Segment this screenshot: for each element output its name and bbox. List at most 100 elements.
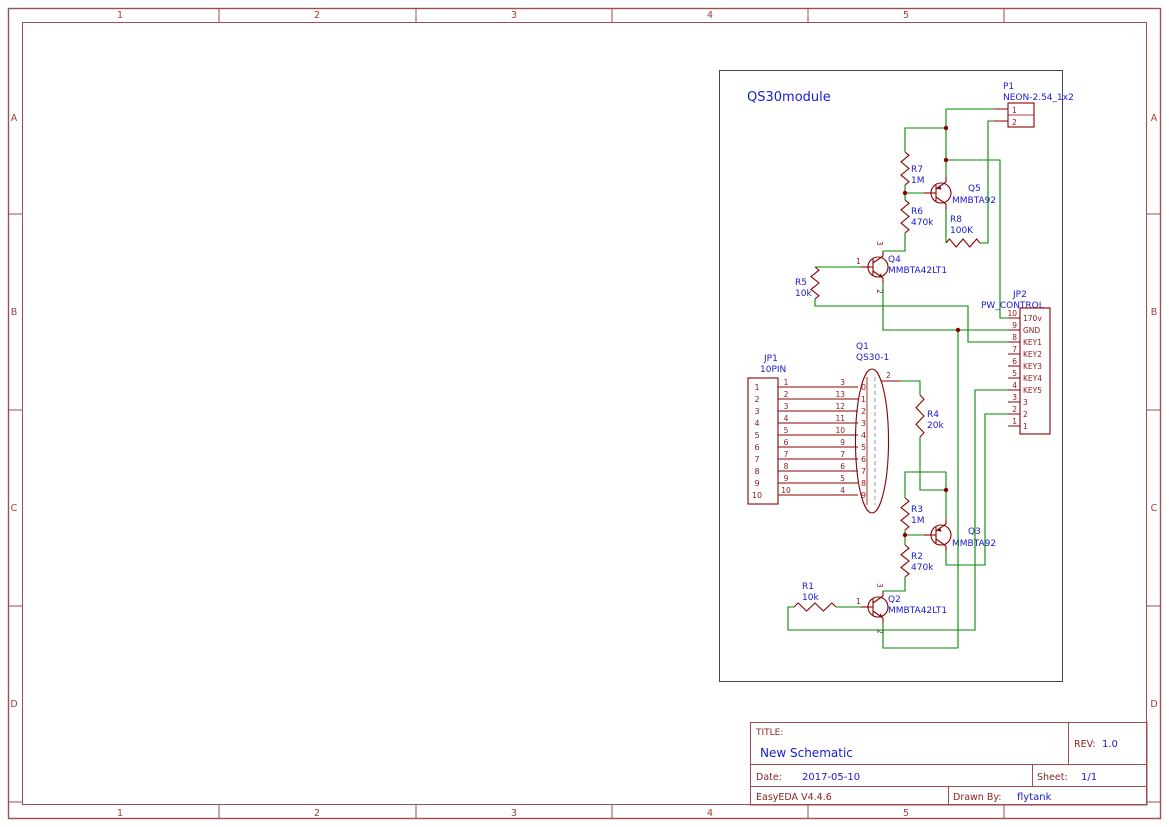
component-value[interactable]: MMBTA92 bbox=[952, 196, 996, 206]
component-r3[interactable]: R3 1M bbox=[900, 497, 925, 531]
component-value[interactable]: 470k bbox=[911, 218, 934, 228]
component-q2[interactable]: Q2 MMBTA42LT1 1 3 2 bbox=[856, 583, 947, 634]
component-ref[interactable]: Q4 bbox=[888, 255, 901, 265]
component-q3[interactable]: Q3 MMBTA92 bbox=[923, 518, 996, 552]
wire[interactable] bbox=[882, 623, 958, 649]
tube-pin-number: 5 bbox=[840, 474, 845, 483]
component-value[interactable]: 100K bbox=[950, 226, 974, 236]
wire[interactable] bbox=[946, 159, 1008, 319]
tube-envelope[interactable] bbox=[854, 368, 890, 514]
component-r7[interactable]: R7 1M bbox=[900, 151, 925, 186]
pin-number: 1 bbox=[1012, 106, 1017, 115]
component-q4[interactable]: Q4 MMBTA42LT1 1 3 2 bbox=[856, 241, 947, 294]
resistor-symbol[interactable] bbox=[900, 151, 910, 186]
rev-value[interactable]: 1.0 bbox=[1102, 739, 1118, 750]
component-q1-nixie-tube[interactable]: Q1 QS30-1 3 13 12 11 10 9 7 6 5 4 0 1 2 … bbox=[835, 342, 900, 514]
component-ref[interactable]: R3 bbox=[911, 505, 923, 515]
date-value[interactable]: 2017-05-10 bbox=[802, 772, 860, 783]
component-ref[interactable]: R4 bbox=[927, 410, 939, 420]
component-value[interactable]: 1M bbox=[911, 176, 925, 186]
resistor-symbol[interactable] bbox=[900, 199, 910, 234]
resistor-symbol[interactable] bbox=[900, 544, 910, 578]
wire[interactable] bbox=[904, 127, 946, 152]
component-value[interactable]: QS30-1 bbox=[856, 353, 889, 363]
resistor-symbol[interactable] bbox=[915, 394, 925, 438]
component-jp2[interactable]: JP2 PW_CONTROL 10 9 8 7 6 5 4 3 2 1 170v… bbox=[981, 290, 1051, 435]
component-value[interactable]: MMBTA42LT1 bbox=[888, 266, 947, 276]
wire[interactable] bbox=[814, 299, 1008, 343]
component-ref[interactable]: R2 bbox=[911, 552, 923, 562]
component-ref[interactable]: Q3 bbox=[968, 527, 981, 537]
junction-dots bbox=[902, 125, 961, 538]
junction-dot bbox=[902, 532, 908, 538]
component-ref[interactable]: R8 bbox=[950, 215, 962, 225]
wire[interactable] bbox=[900, 380, 921, 395]
frame-outer-border bbox=[7, 7, 1162, 820]
wire[interactable] bbox=[883, 577, 906, 592]
jp1-body[interactable] bbox=[747, 377, 779, 505]
resistor-symbol[interactable] bbox=[945, 238, 981, 248]
component-r6[interactable]: R6 470k bbox=[900, 199, 934, 234]
component-ref[interactable]: JP2 bbox=[1012, 290, 1027, 300]
transistor-symbol[interactable] bbox=[860, 250, 889, 284]
transistor-symbol[interactable] bbox=[923, 176, 952, 210]
jp1-pin-number: 10 bbox=[781, 486, 791, 495]
component-r1[interactable]: R1 10k bbox=[793, 582, 837, 612]
component-value[interactable]: MMBTA92 bbox=[952, 539, 996, 549]
component-value[interactable]: 1M bbox=[911, 516, 925, 526]
wire[interactable] bbox=[980, 120, 994, 244]
component-ref[interactable]: Q5 bbox=[968, 184, 981, 194]
drawn-by-value[interactable]: flytank bbox=[1017, 792, 1052, 803]
sheet-title[interactable]: New Schematic bbox=[760, 746, 853, 760]
component-ref[interactable]: Q1 bbox=[856, 342, 869, 352]
component-jp1[interactable]: JP1 10PIN 1 2 3 4 5 6 7 8 9 10 1 2 3 bbox=[747, 354, 858, 505]
sheet-label: Sheet: bbox=[1037, 772, 1068, 783]
component-r8[interactable]: R8 100K bbox=[945, 215, 981, 248]
component-value[interactable]: NEON-2.54_1x2 bbox=[1003, 93, 1074, 103]
schematic-module[interactable]: QS30module P1 NEON-2.54_1x2 1 2 R7 1M R6… bbox=[719, 70, 1074, 682]
wire[interactable] bbox=[904, 471, 946, 498]
tube-pin-number: 13 bbox=[835, 390, 845, 399]
wire[interactable] bbox=[945, 413, 1008, 566]
resistor-symbol[interactable] bbox=[793, 602, 837, 612]
component-value[interactable]: PW_CONTROL bbox=[981, 301, 1044, 311]
transistor-symbol[interactable] bbox=[860, 590, 889, 624]
wires[interactable] bbox=[787, 108, 1008, 649]
resistor-symbol[interactable] bbox=[900, 497, 910, 531]
module-title[interactable]: QS30module bbox=[747, 90, 831, 105]
component-ref[interactable]: R5 bbox=[795, 278, 807, 288]
frame-column-label: 3 bbox=[511, 808, 517, 819]
transistor-symbol[interactable] bbox=[923, 518, 952, 552]
component-ref[interactable]: R6 bbox=[911, 207, 923, 217]
wire[interactable] bbox=[787, 389, 1008, 631]
component-value[interactable]: 10k bbox=[802, 593, 819, 603]
resistor-symbol[interactable] bbox=[810, 266, 820, 300]
component-r4[interactable]: R4 20k bbox=[915, 394, 944, 438]
component-value[interactable]: 10PIN bbox=[760, 365, 786, 375]
component-q5[interactable]: Q5 MMBTA92 bbox=[923, 176, 996, 210]
component-value[interactable]: 20k bbox=[927, 421, 944, 431]
title-block: TITLE: New Schematic REV: 1.0 Date: 2017… bbox=[750, 722, 1148, 806]
component-value[interactable]: 10k bbox=[795, 289, 812, 299]
jp2-pin-number: 6 bbox=[1012, 357, 1017, 366]
wire[interactable] bbox=[882, 283, 1008, 331]
component-r2[interactable]: R2 470k bbox=[900, 544, 934, 578]
component-r5[interactable]: R5 10k bbox=[795, 266, 820, 300]
sheet-value[interactable]: 1/1 bbox=[1081, 772, 1097, 783]
jp2-body[interactable] bbox=[1019, 307, 1051, 435]
component-value[interactable]: MMBTA42LT1 bbox=[888, 606, 947, 616]
tube-digit-label: 9 bbox=[861, 491, 866, 500]
wire[interactable] bbox=[919, 437, 946, 491]
component-ref[interactable]: P1 bbox=[1003, 82, 1014, 92]
module-outline[interactable] bbox=[719, 70, 1063, 682]
tube-pin-number: 3 bbox=[840, 378, 845, 387]
component-value[interactable]: 470k bbox=[911, 563, 934, 573]
component-ref[interactable]: Q2 bbox=[888, 595, 901, 605]
component-ref[interactable]: R7 bbox=[911, 165, 923, 175]
component-p1[interactable]: P1 NEON-2.54_1x2 1 2 bbox=[994, 82, 1074, 128]
tube-digit-label: 2 bbox=[861, 407, 866, 416]
component-ref[interactable]: JP1 bbox=[763, 354, 778, 364]
wire[interactable] bbox=[883, 233, 906, 252]
component-ref[interactable]: R1 bbox=[802, 582, 814, 592]
